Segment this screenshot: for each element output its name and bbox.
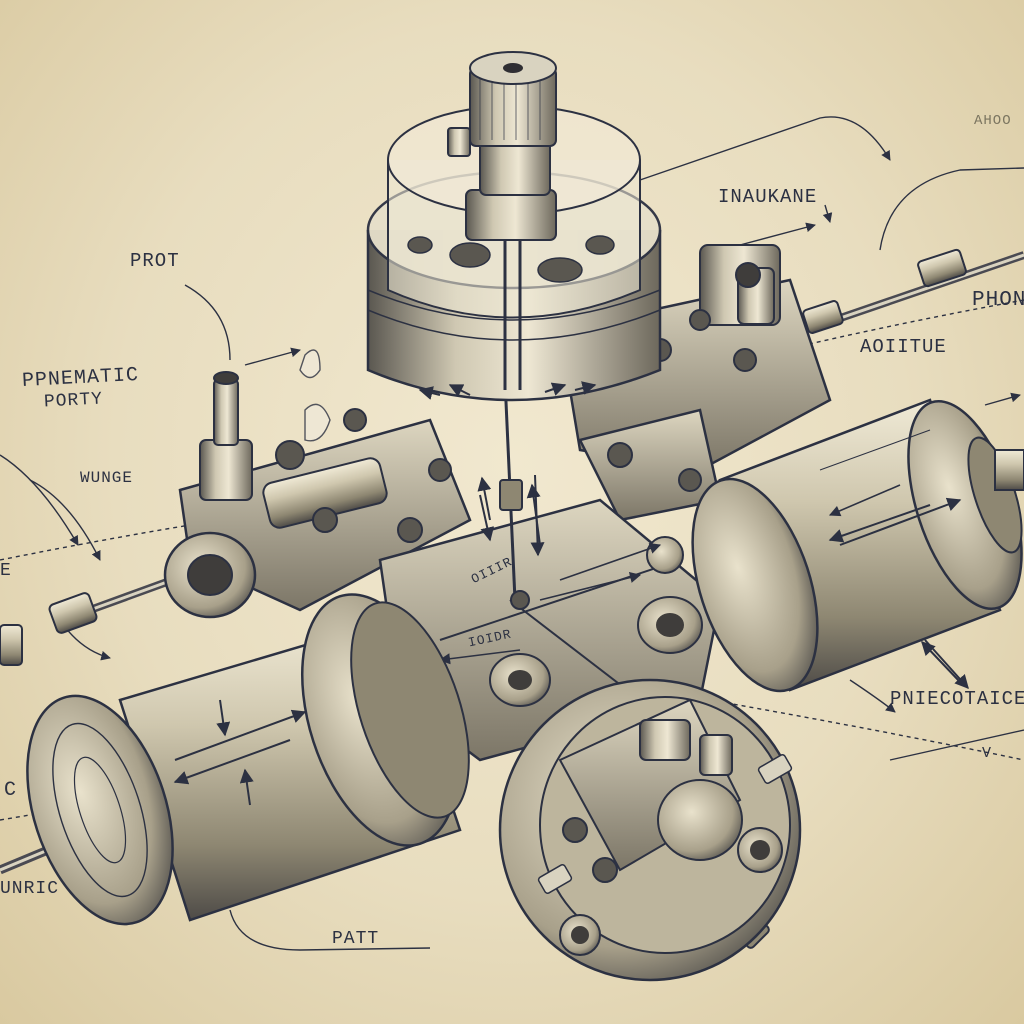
label-aoitue: AOIITUE <box>860 336 947 358</box>
label-v: V <box>982 745 993 762</box>
label-prot: PROT <box>130 250 180 272</box>
label-phon: PHON <box>972 289 1024 312</box>
label-wunge: WUNGE <box>80 469 134 487</box>
label-edge-c: C <box>4 779 18 802</box>
right-cylinder <box>691 398 1024 693</box>
label-unric: UNRIC <box>0 879 60 899</box>
label-pniecotaice: PNIECOTAICE <box>890 688 1024 710</box>
label-edge-top: AHOO <box>974 113 1012 129</box>
front-disc-housing <box>498 678 802 982</box>
label-patt: PATT <box>332 929 380 949</box>
label-pneumatic-line2: PORTY <box>43 389 104 413</box>
label-inaukane: INAUKANE <box>718 186 818 208</box>
label-edge-e: E <box>0 561 12 581</box>
top-stem <box>447 51 557 390</box>
left-cylinder <box>26 593 470 926</box>
